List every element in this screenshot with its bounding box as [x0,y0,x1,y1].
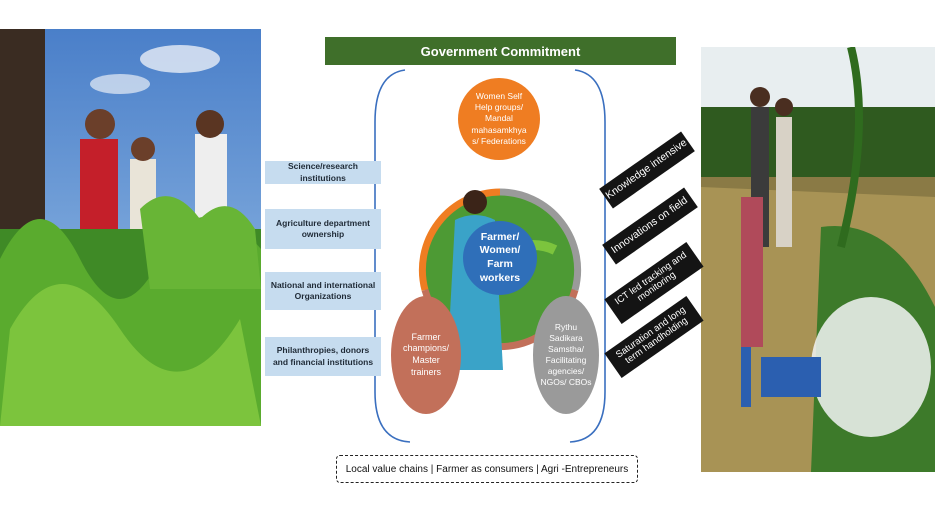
left-box-label: Science/research institutions [288,161,358,183]
circle-top-label: Women Self Help groups/ Mandal mahasamkh… [471,91,527,146]
circle-rythu-sadikara: Rythu Sadikara Samstha/ Facilitating age… [533,296,599,414]
left-box-label: Agriculture department ownership [276,217,370,239]
left-box-label: National and international Organizations [270,279,376,301]
left-farm-photo [0,29,261,426]
bottom-bar-text: Local value chains | Farmer as consumers… [345,463,629,475]
left-box-organizations: National and international Organizations [265,272,381,310]
circle-farmer-women: Farmer/ Women/ Farm workers [463,221,537,295]
circle-women-shg: Women Self Help groups/ Mandal mahasamkh… [458,78,540,160]
circle-left-label: Farmer champions/ Master trainers [402,331,450,377]
banner-title: Government Commitment [420,43,581,59]
circle-right-label: Rythu Sadikara Samstha/ Facilitating age… [540,321,592,388]
bracket-arcs [374,69,606,443]
government-commitment-banner: Government Commitment [325,37,676,65]
left-box-philanthropies: Philanthropies, donors and financial ins… [265,337,381,376]
left-box-agriculture: Agriculture department ownership [265,209,381,249]
circle-center-label: Farmer/ Women/ Farm workers [479,230,521,284]
right-pump-photo [701,47,935,472]
left-box-science: Science/research institutions [265,161,381,184]
circle-farmer-champions: Farmer champions/ Master trainers [391,296,461,414]
left-box-label: Philanthropies, donors and financial ins… [272,345,374,367]
bottom-value-chain-bar: Local value chains | Farmer as consumers… [336,455,638,483]
